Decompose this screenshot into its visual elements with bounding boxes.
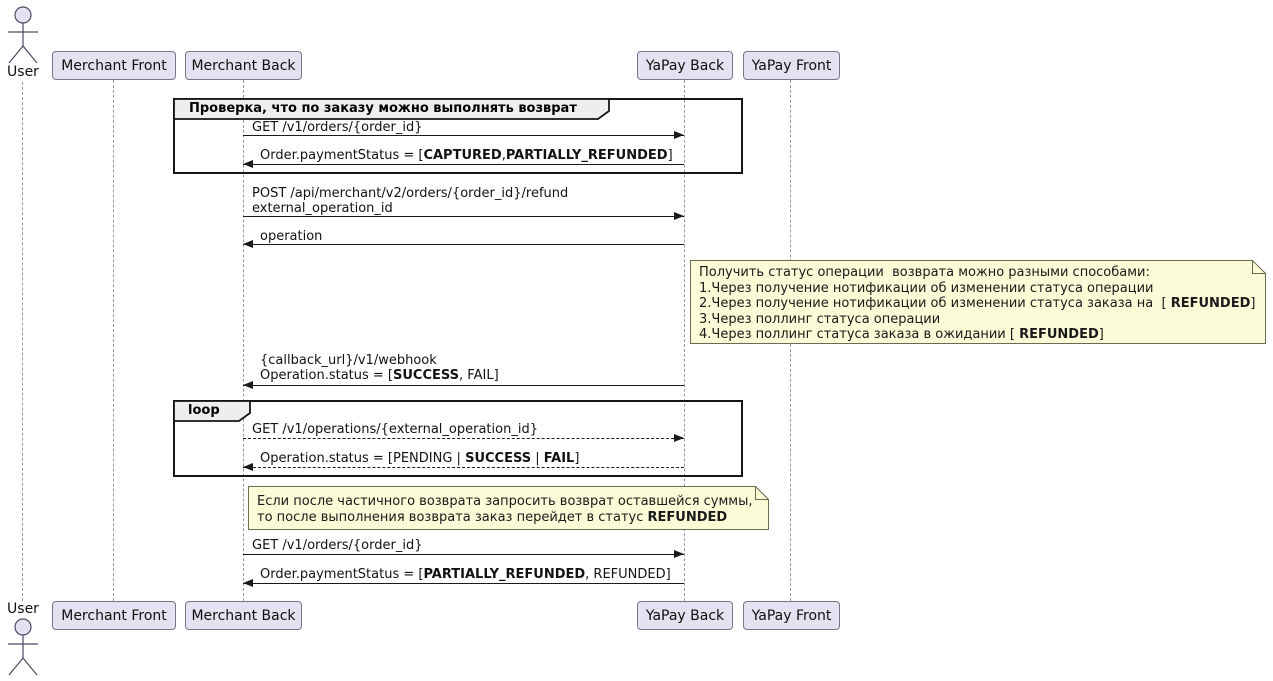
message-text: Order.paymentStatus = [CAPTURED,PARTIALL… xyxy=(260,148,673,163)
message-text: Operation.status = [PENDING | SUCCESS | … xyxy=(260,451,580,466)
arrowhead-left-icon xyxy=(243,463,253,471)
user-actor-label: User xyxy=(7,64,39,80)
lifeline-merchant-back xyxy=(243,80,244,601)
message-text: {callback_url}/v1/webhook xyxy=(260,353,437,368)
fragment-refund-check-header xyxy=(173,98,610,120)
arrowhead-left-icon xyxy=(243,579,253,587)
note-line: 1.Через получение нотификации об изменен… xyxy=(699,280,1154,296)
note-background xyxy=(690,260,1266,344)
arrowhead-right-icon xyxy=(674,550,684,558)
participant-yapay-front-bottom: YaPay Front xyxy=(743,601,840,630)
message-arrow-line xyxy=(243,135,684,136)
message-text: GET /v1/orders/{order_id} xyxy=(252,120,423,135)
message-arrow-line xyxy=(243,164,684,165)
note-partial-refund: Если после частичного возврата запросить… xyxy=(248,486,769,530)
message-text: operation xyxy=(260,229,323,244)
message-text: Operation.status = [SUCCESS, FAIL] xyxy=(260,368,499,383)
arrowhead-right-icon xyxy=(674,131,684,139)
message-text: external_operation_id xyxy=(252,201,393,216)
note-line: то после выполнения возврата заказ перей… xyxy=(257,509,728,525)
note-line: 2.Через получение нотификации об изменен… xyxy=(699,296,1256,311)
message-arrow-line xyxy=(243,385,684,386)
message-arrow-line xyxy=(243,554,684,555)
fragment-loop-title: loop xyxy=(188,403,220,418)
message-arrow-line xyxy=(243,216,684,217)
participant-merchant-front-bottom: Merchant Front xyxy=(52,601,176,630)
arrowhead-right-icon xyxy=(674,434,684,442)
lifeline-user xyxy=(22,82,23,601)
lifeline-yapay-back xyxy=(684,80,685,601)
participant-yapay-back-top: YaPay Back xyxy=(637,51,733,80)
fragment-loop-header xyxy=(173,400,251,422)
message-arrow-line xyxy=(243,438,684,439)
lifeline-merchant-front xyxy=(113,80,114,601)
message-text: GET /v1/orders/{order_id} xyxy=(252,538,423,553)
note-line: 3.Через поллинг статуса операции xyxy=(699,311,941,327)
message-arrow-line xyxy=(243,467,684,468)
message-text: Order.paymentStatus = [PARTIALLY_REFUNDE… xyxy=(260,567,671,582)
participant-merchant-back-bottom: Merchant Back xyxy=(185,601,302,630)
note-line: 4.Через поллинг статуса заказа в ожидани… xyxy=(699,327,1104,342)
note-line: Если после частичного возврата запросить… xyxy=(257,494,753,509)
arrowhead-left-icon xyxy=(243,240,253,248)
note-line: Получить статус операции возврата можно … xyxy=(699,265,1150,280)
user-actor-icon-bottom xyxy=(8,618,38,676)
note-refund-status-options: Получить статус операции возврата можно … xyxy=(690,260,1266,344)
message-text: GET /v1/operations/{external_operation_i… xyxy=(252,422,538,437)
user-actor-icon xyxy=(8,6,38,64)
arrowhead-right-icon xyxy=(674,212,684,220)
fragment-loop xyxy=(173,400,743,477)
arrowhead-left-icon xyxy=(243,381,253,389)
fragment-refund-check-title: Проверка, что по заказу можно выполнять … xyxy=(189,101,577,116)
message-text: POST /api/merchant/v2/orders/{order_id}/… xyxy=(252,186,569,201)
message-arrow-line xyxy=(243,583,684,584)
participant-yapay-back-bottom: YaPay Back xyxy=(637,601,733,630)
message-arrow-line xyxy=(243,244,684,245)
participant-merchant-front-top: Merchant Front xyxy=(52,51,176,80)
user-actor-label-bottom: User xyxy=(7,601,39,617)
arrowhead-left-icon xyxy=(243,160,253,168)
note-background xyxy=(248,486,769,530)
participant-yapay-front-top: YaPay Front xyxy=(743,51,840,80)
participant-merchant-back-top: Merchant Back xyxy=(185,51,302,80)
